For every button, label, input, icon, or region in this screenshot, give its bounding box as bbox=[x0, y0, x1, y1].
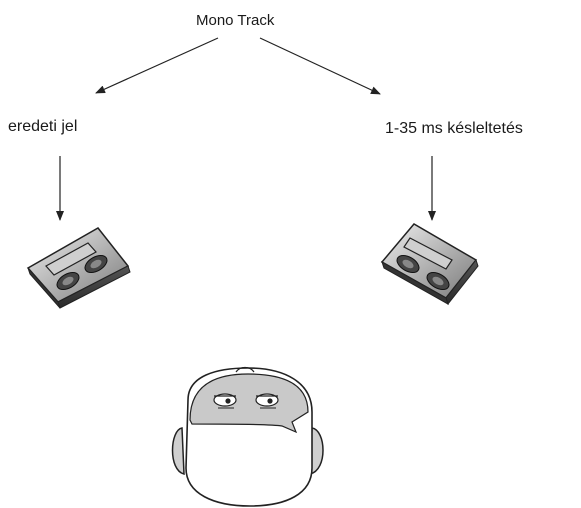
right-speaker-icon bbox=[380, 223, 479, 306]
listener-head-icon bbox=[171, 366, 324, 507]
original-signal-label: eredeti jel bbox=[8, 118, 78, 135]
mono-track-title: Mono Track bbox=[196, 12, 275, 29]
arrow-to-left bbox=[95, 37, 219, 94]
delay-label: 1-35 ms késleltetés bbox=[385, 120, 523, 137]
left-speaker-icon bbox=[26, 227, 131, 309]
arrow-to-right bbox=[259, 37, 381, 95]
